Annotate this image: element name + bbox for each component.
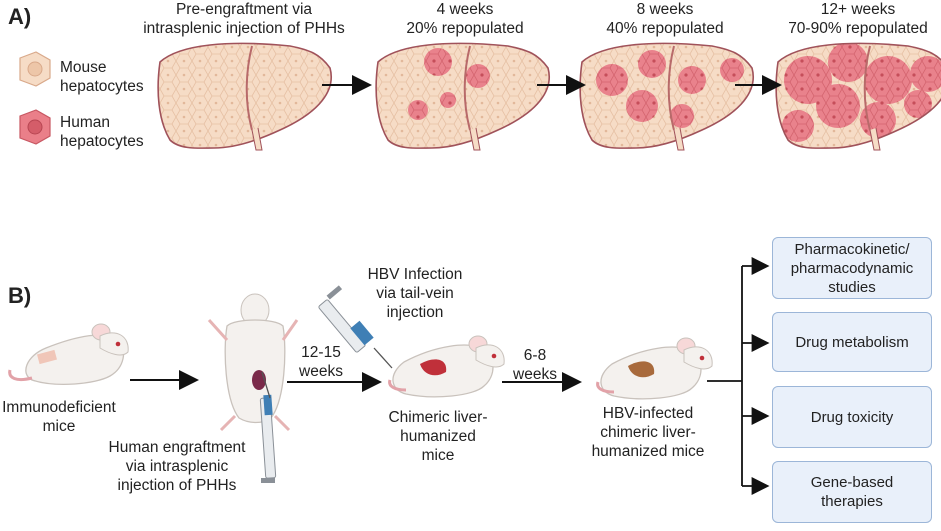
human-cell-cluster xyxy=(720,58,744,82)
hbv-syringe-icon xyxy=(318,285,393,369)
drug-toxicity-box: Drug toxicity xyxy=(772,386,932,448)
human-cell-cluster xyxy=(784,56,832,104)
syringe-icon xyxy=(259,371,277,483)
chimeric-mouse-icon xyxy=(388,335,505,398)
human-cell-cluster xyxy=(828,43,868,82)
human-cell-cluster xyxy=(466,64,490,88)
liver-pre-engraftment xyxy=(157,42,332,151)
immunodeficient-mouse-icon xyxy=(8,323,129,386)
human-cell-cluster xyxy=(424,48,452,76)
drug-metabolism-box: Drug metabolism xyxy=(772,312,932,372)
human-cell-cluster xyxy=(596,64,628,96)
human-cell-cluster xyxy=(910,56,941,92)
human-hepatocyte-legend-icon xyxy=(19,109,51,145)
hbv-infected-mouse-icon xyxy=(596,337,713,400)
liver-8-weeks xyxy=(579,42,754,151)
human-cell-cluster xyxy=(864,56,912,104)
application-branches xyxy=(707,257,770,495)
human-cell-cluster xyxy=(782,110,814,142)
human-cell-cluster xyxy=(626,90,658,122)
liver-4-weeks xyxy=(375,42,550,151)
mouse-hepatocyte-legend-icon xyxy=(19,51,51,87)
human-cell-cluster xyxy=(904,90,932,118)
panel-a-label: A) xyxy=(8,4,32,29)
engraftment-mouse-icon xyxy=(207,293,299,432)
human-cell-cluster xyxy=(408,100,428,120)
panel-b-label: B) xyxy=(8,283,32,308)
human-cell-cluster xyxy=(440,92,456,108)
human-cell-cluster xyxy=(638,50,666,78)
human-cell-cluster xyxy=(670,104,694,128)
human-cell-cluster xyxy=(678,66,706,94)
liver-12-weeks xyxy=(775,42,941,151)
human-cell-cluster xyxy=(816,84,860,128)
